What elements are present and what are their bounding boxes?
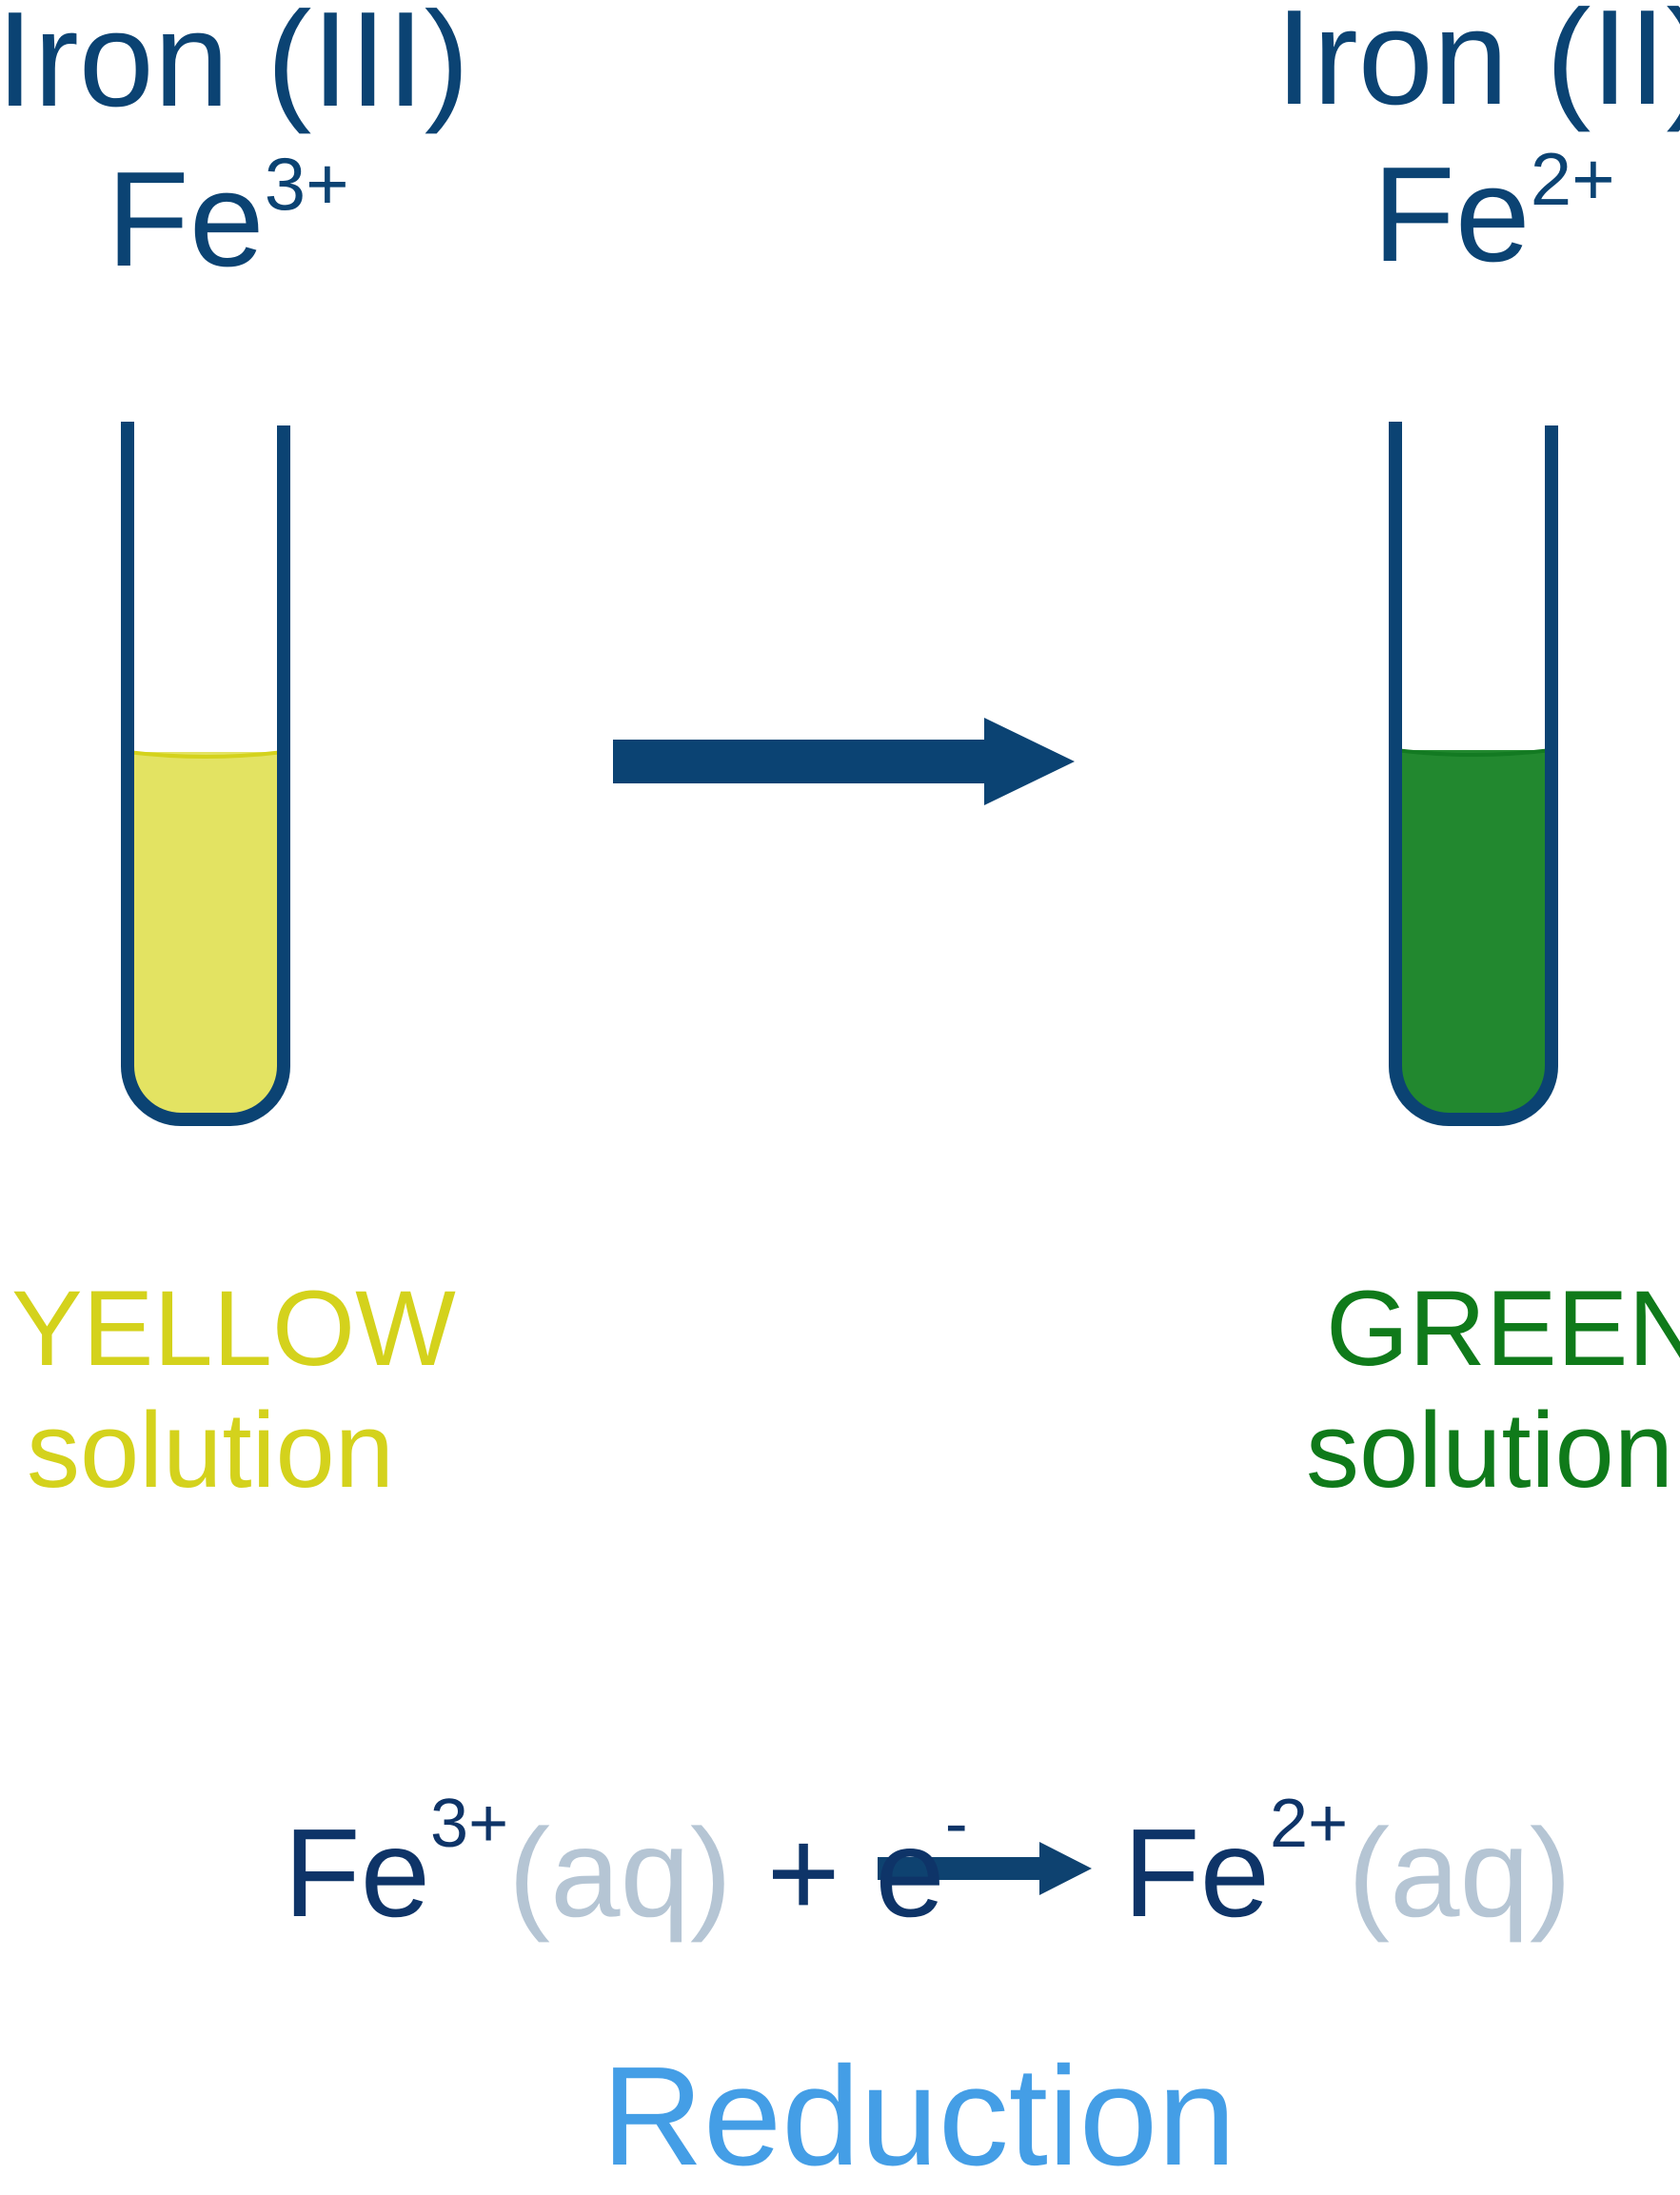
equation-electron: e [875,1803,945,1943]
left-ion-formula: Fe3+ [107,147,349,287]
equation-reactant-charge: 3+ [430,1786,509,1862]
right-tube-glass [1389,422,1558,1126]
right-tube-meniscus [1394,748,1552,757]
left-ion-symbol: Fe [107,144,265,295]
right-solution-label: solution [1306,1391,1674,1510]
equation-product-state: (aq) [1348,1803,1571,1943]
equation-arrow-icon [878,1842,1092,1895]
equation-product: Fe [1123,1803,1271,1943]
caption-reduction: Reduction [602,2038,1236,2195]
left-tube-meniscus [127,750,285,759]
left-color-word: YELLOW [11,1269,456,1388]
equation-right-side: Fe2+(aq) [1123,1790,1571,1936]
equation-plus: + [766,1803,840,1943]
reaction-arrow-icon [613,718,1075,805]
equation-electron-charge: - [944,1786,968,1862]
equation-product-charge: 2+ [1270,1786,1349,1862]
left-tube-liquid [128,752,284,1119]
right-ion-formula: Fe2+ [1373,142,1615,283]
right-test-tube [1389,422,1558,1126]
left-species-name: Iron (III) [0,0,470,135]
left-ion-charge: 3+ [264,142,349,226]
equation-reactant-state: (aq) [508,1803,732,1943]
left-tube-glass [121,422,290,1126]
equation-left-side: Fe3+(aq) + e- [284,1790,968,1936]
left-solution-label: solution [27,1391,395,1510]
right-ion-symbol: Fe [1373,139,1531,290]
right-tube-liquid [1395,750,1552,1119]
left-test-tube [121,422,290,1126]
right-ion-charge: 2+ [1530,137,1615,221]
equation-reactant: Fe [284,1803,431,1943]
right-color-word: GREEN [1326,1269,1680,1388]
right-species-name: Iron (II) [1275,0,1680,133]
